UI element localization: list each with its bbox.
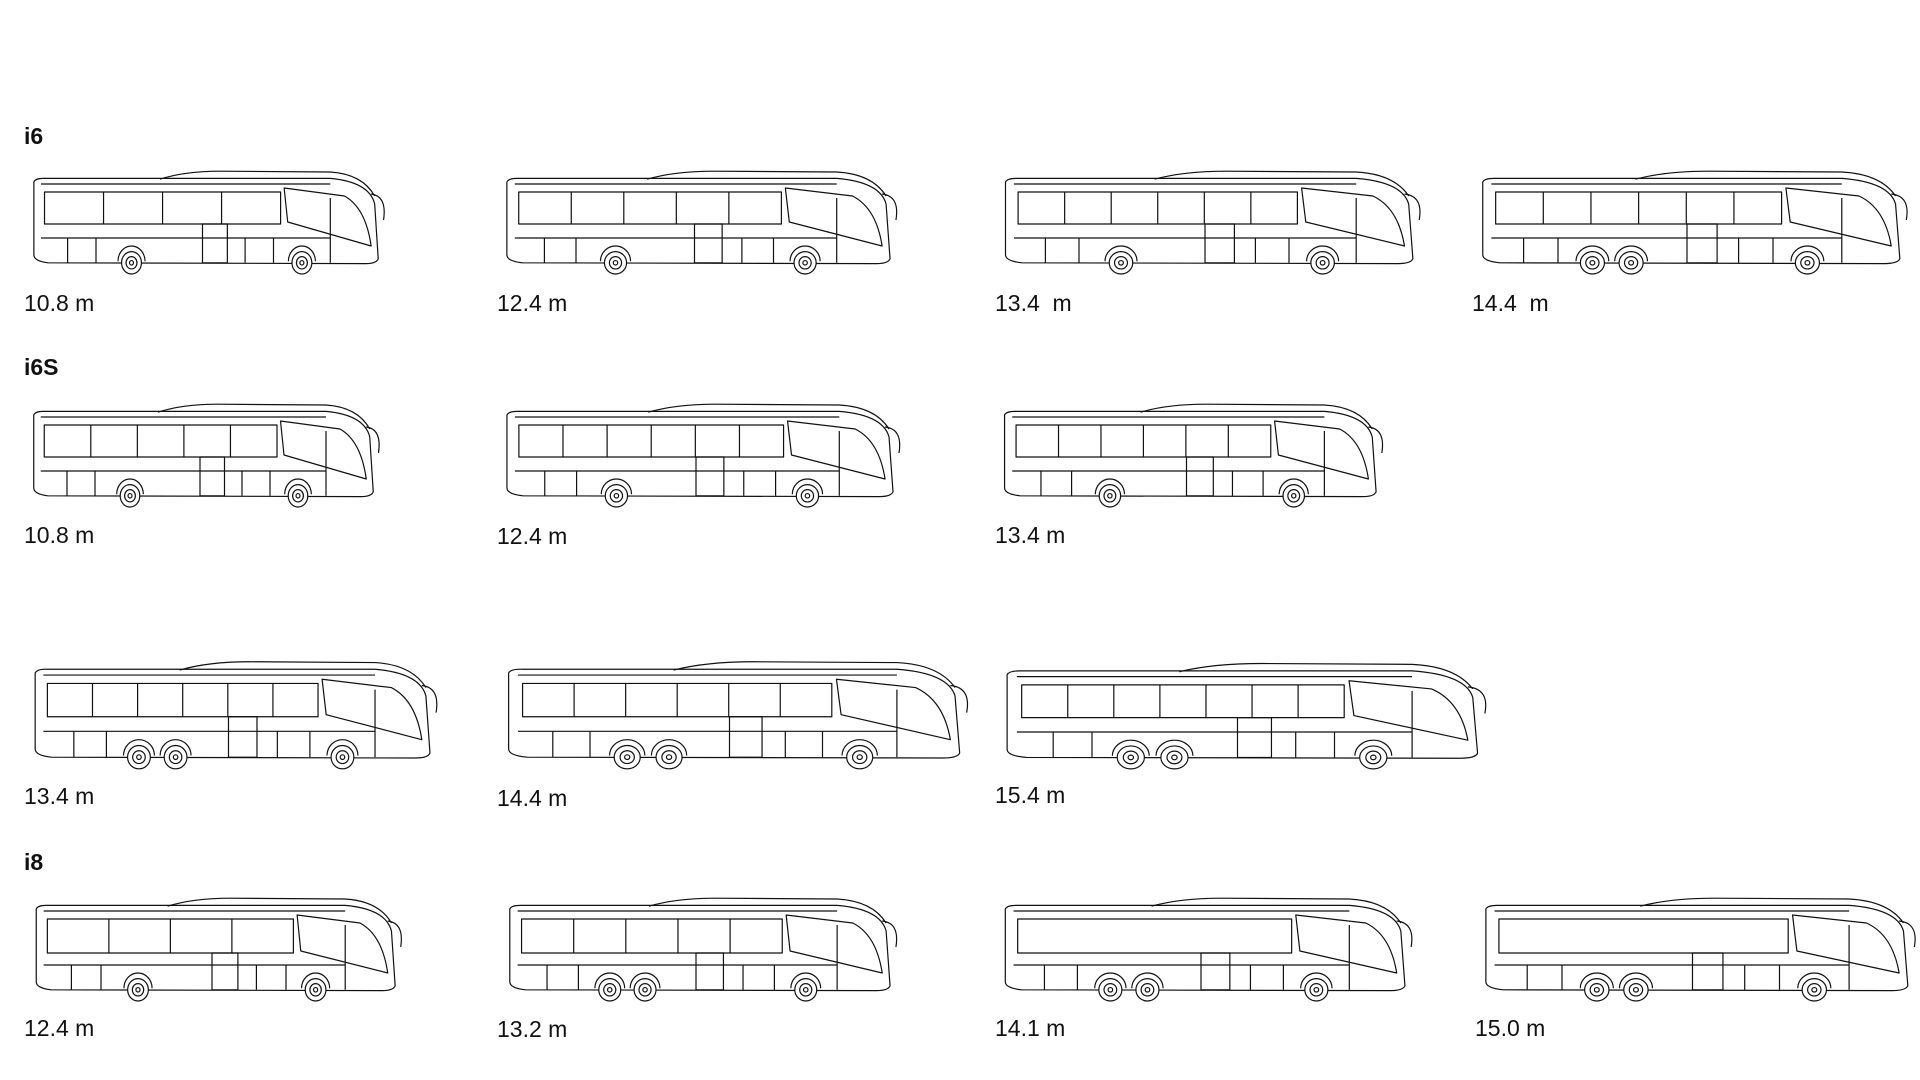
length-label: 13.4 m — [24, 783, 95, 809]
length-label: 12.4 m — [497, 523, 568, 549]
length-label: 10.8 m — [24, 290, 95, 316]
bus-drawing-i6s-14-4 — [497, 648, 962, 773]
bus-drawing-i6-12-4 — [497, 158, 892, 278]
length-label: 14.4 m — [497, 785, 568, 811]
bus-drawing-i6s-15-4 — [995, 650, 1480, 773]
length-label: 13.4 m — [995, 290, 1072, 316]
bus-drawing-i8-14-1 — [995, 885, 1407, 1005]
series-title-i6s: i6S — [24, 354, 59, 380]
length-label: 14.1 m — [995, 1015, 1066, 1041]
series-title-i6: i6 — [24, 123, 44, 149]
series-title-i8: i8 — [24, 849, 44, 875]
length-label: 14.4 m — [1472, 290, 1549, 316]
length-label: 13.4 m — [995, 522, 1066, 548]
bus-drawing-i8-12-4 — [27, 885, 397, 1005]
length-label: 15.4 m — [995, 782, 1066, 808]
bus-drawing-i8-15-0 — [1475, 885, 1910, 1005]
bus-drawing-i6-13-4 — [995, 158, 1415, 278]
length-label: 12.4 m — [497, 290, 568, 316]
length-label: 13.2 m — [497, 1016, 568, 1042]
length-label: 12.4 m — [24, 1015, 95, 1041]
length-label: 10.8 m — [24, 522, 95, 548]
bus-drawing-i6s-13-4-3axle — [25, 648, 432, 773]
bus-drawing-i6s-13-4 — [995, 391, 1378, 511]
bus-drawing-i6-10-8 — [25, 158, 380, 278]
bus-drawing-i6-14-4 — [1472, 158, 1902, 278]
bus-drawing-i6s-10-8 — [25, 391, 375, 511]
bus-drawing-i8-13-2 — [500, 885, 892, 1005]
bus-drawing-i6s-12-4 — [497, 391, 895, 511]
length-label: 15.0 m — [1475, 1015, 1546, 1041]
